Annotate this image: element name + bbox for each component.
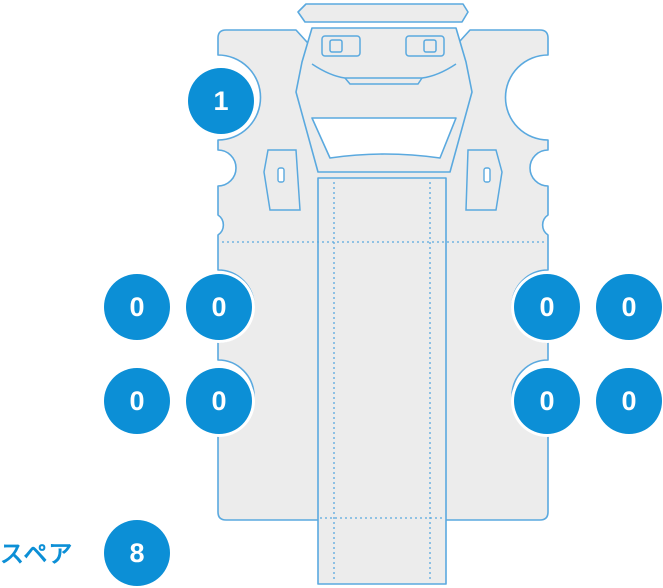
slot-badge-right-lower-inner: 0: [514, 368, 580, 434]
slot-badge-left-upper-inner: 0: [186, 274, 252, 340]
slot-badge-left-lower-outer: 0: [104, 368, 170, 434]
slot-badge-right-upper-inner: 0: [514, 274, 580, 340]
top-flap: [297, 3, 469, 23]
slot-badge-right-lower-outer: 0: [596, 368, 662, 434]
slot-badge-left-upper-outer: 0: [104, 274, 170, 340]
slot-badge-top: 1: [188, 68, 254, 134]
head-cutout: [311, 117, 457, 159]
slot-badge-left-lower-inner: 0: [186, 368, 252, 434]
spare-label: スペア: [0, 540, 74, 568]
slot-badge-right-upper-outer: 0: [596, 274, 662, 340]
center-strip: [317, 177, 447, 585]
slot-badge-spare: 8: [104, 520, 170, 586]
